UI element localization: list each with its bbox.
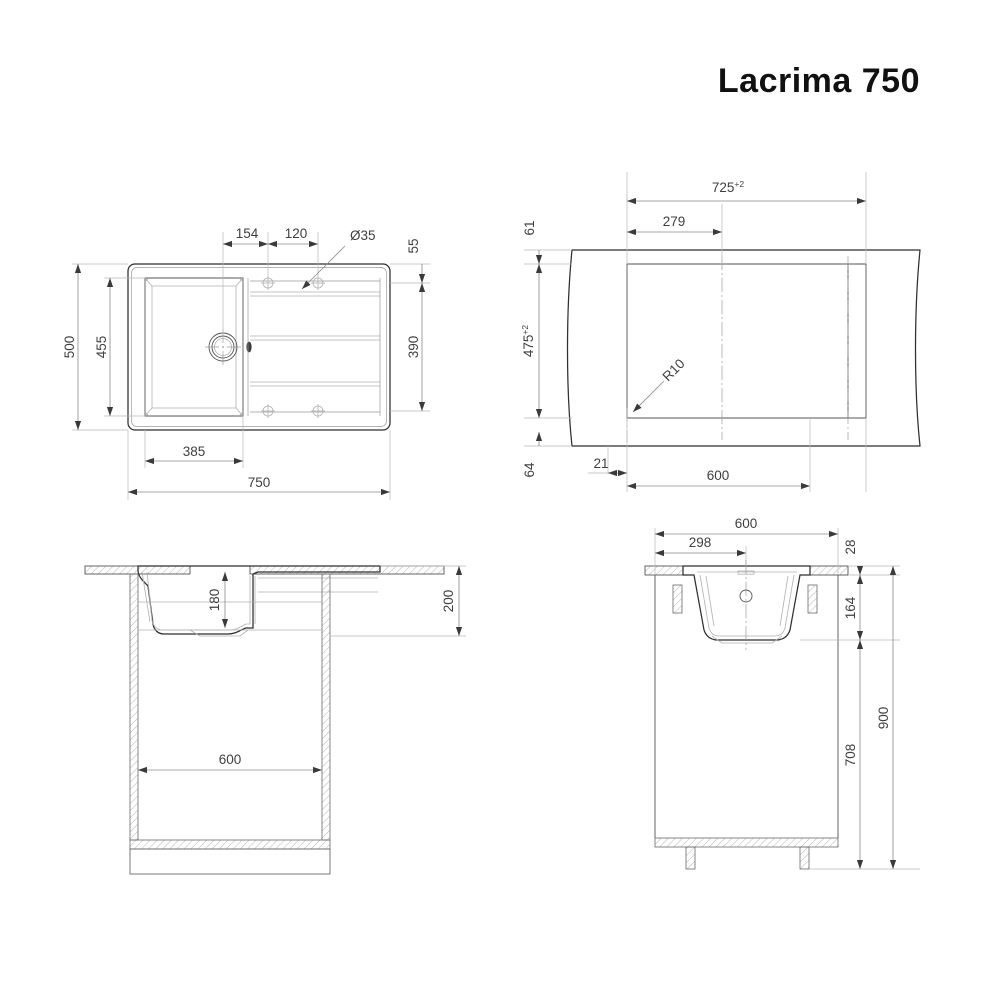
dim-750: 750 xyxy=(248,475,271,490)
dim-475: 475+2 xyxy=(520,325,536,357)
dim-diameter-35: Ø35 xyxy=(350,228,376,243)
dim-r10: R10 xyxy=(660,356,688,384)
dim-390: 390 xyxy=(406,336,421,359)
dim-61: 61 xyxy=(522,220,537,235)
dim-298: 298 xyxy=(689,535,712,550)
dim-385: 385 xyxy=(183,444,206,459)
page-title: Lacrima 750 xyxy=(717,62,920,100)
dim-900: 900 xyxy=(876,707,891,730)
dim-600-cutout: 600 xyxy=(707,468,730,483)
view-side-section: 180 200 600 xyxy=(84,565,466,875)
dim-64: 64 xyxy=(522,462,537,478)
dim-200: 200 xyxy=(441,590,456,613)
dim-28: 28 xyxy=(843,539,858,554)
dim-180: 180 xyxy=(207,589,222,612)
dim-120: 120 xyxy=(285,226,308,241)
dim-708: 708 xyxy=(843,744,858,767)
dim-600-front: 600 xyxy=(735,516,758,531)
dim-455: 455 xyxy=(94,336,109,359)
dim-164: 164 xyxy=(843,596,858,619)
dim-21: 21 xyxy=(593,456,608,471)
dim-279: 279 xyxy=(663,214,686,229)
view-front-section: 600 298 28 164 708 900 xyxy=(644,516,920,870)
dim-55: 55 xyxy=(406,238,421,253)
dim-154: 154 xyxy=(236,226,259,241)
dim-725: 725+2 xyxy=(712,179,744,195)
view-cutout-template: 725+2 279 61 475+2 64 R10 21 600 xyxy=(520,172,921,492)
dim-500: 500 xyxy=(62,336,77,359)
dim-600-side: 600 xyxy=(219,752,242,767)
view-top-plan: 500 455 750 385 154 120 Ø35 55 390 xyxy=(62,226,430,500)
